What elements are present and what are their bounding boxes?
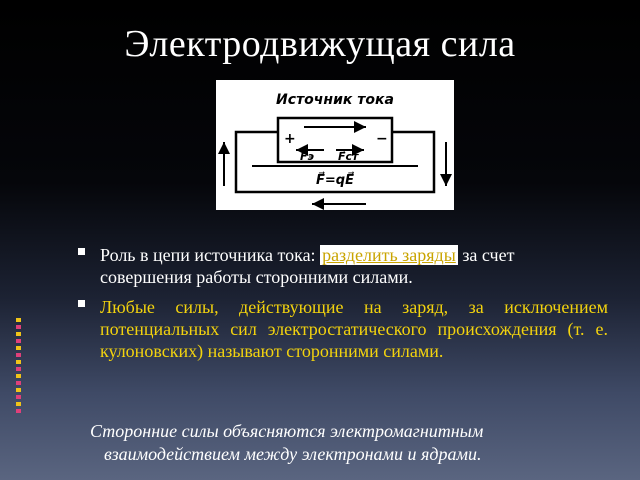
italic-note: Сторонние силы объясняются электромагнит… <box>70 420 630 466</box>
bullet-text-before: Роль в цепи источника тока: <box>100 245 321 265</box>
left-decoration <box>16 318 22 416</box>
bullet-marker <box>78 300 85 307</box>
bullet-item-definition: Любые силы, действующие на заряд, за иск… <box>78 296 608 362</box>
bullet-text-after: за счет совершения работы сторонними сил… <box>100 245 515 287</box>
bullet-item-role: Роль в цепи источника тока: разделить за… <box>78 244 608 288</box>
source-box <box>276 116 394 164</box>
formula: F⃗=qE⃗ <box>316 172 354 188</box>
force-fe-label: F⃗э <box>300 149 315 163</box>
circuit-svg: Источник тока + − F⃗э F⃗ст F⃗=qE⃗ <box>218 92 452 210</box>
force-fst-label: F⃗ст <box>338 149 359 163</box>
bullet-marker <box>78 248 85 255</box>
note-line-2: взаимодействием между электронами и ядра… <box>104 444 482 464</box>
plus-sign: + <box>284 131 296 147</box>
outer-circuit <box>234 130 436 194</box>
note-line-1: Сторонние силы объясняются электромагнит… <box>90 421 484 441</box>
slide-title: Электродвижущая сила <box>124 23 516 65</box>
minus-sign: − <box>376 131 388 147</box>
highlight-separate-charges: разделить заряды <box>320 245 458 265</box>
bullet-list: Роль в цепи источника тока: разделить за… <box>78 244 608 362</box>
bullet-definition-text: Любые силы, действующие на заряд, за иск… <box>100 297 608 361</box>
diagram-caption: Источник тока <box>276 92 394 108</box>
circuit-diagram: Источник тока + − F⃗э F⃗ст F⃗=qE⃗ <box>216 80 454 210</box>
